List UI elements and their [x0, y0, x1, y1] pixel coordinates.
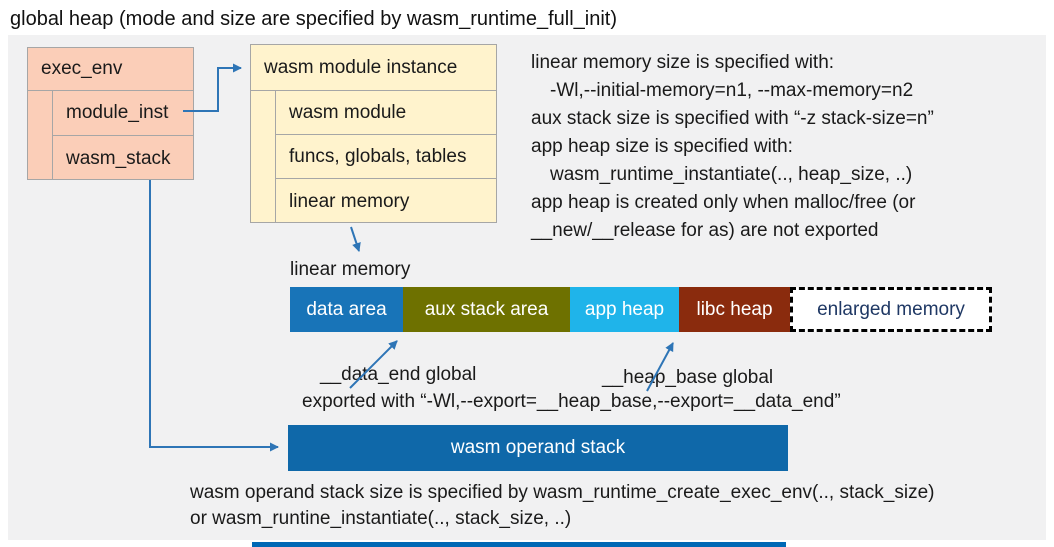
module-instance-row-linear-memory: linear memory: [289, 190, 410, 212]
exec-env-indent-column: [28, 91, 53, 179]
note-line: linear memory size is specified with:: [531, 52, 835, 73]
note-line: -Wl,--initial-memory=n1, --max-memory=n2: [550, 80, 914, 101]
segment-aux-stack-area: aux stack area: [403, 287, 570, 332]
note-line: or wasm_runtine_instantiate(.., stack_si…: [190, 508, 572, 529]
module-instance-header: wasm module instance: [251, 45, 496, 91]
note-line: aux stack size is specified with “-z sta…: [531, 108, 934, 129]
note-line: wasm_runtime_instantiate(.., heap_size, …: [550, 164, 913, 185]
module-instance-indent-column: [251, 91, 276, 222]
module-instance-row-funcs-globals-tables: funcs, globals, tables: [276, 135, 496, 179]
segment-enlarged-memory: enlarged memory: [790, 287, 992, 332]
linear-memory-label: linear memory: [290, 259, 411, 280]
note-line: __new/__release for as) are not exported: [531, 220, 879, 241]
note-line: app heap size is specified with:: [531, 136, 793, 157]
wasm-operand-stack-bar: wasm operand stack: [288, 425, 788, 471]
diagram-title: global heap (mode and size are specified…: [10, 8, 617, 30]
module-instance-box: wasm module instance wasm module funcs, …: [250, 44, 497, 223]
exec-env-header: exec_env: [28, 48, 193, 91]
note-line: wasm operand stack size is specified by …: [190, 482, 935, 503]
exec-env-box: exec_env module_inst wasm_stack: [27, 47, 194, 180]
module-instance-row-wasm-module: wasm module: [276, 91, 496, 135]
segment-data-area: data area: [290, 287, 403, 332]
linear-memory-bar: data area aux stack area app heap libc h…: [290, 287, 992, 332]
memory-size-notes: linear memory size is specified with: -W…: [531, 49, 934, 245]
segment-app-heap: app heap: [570, 287, 679, 332]
exec-env-row-module-inst: module_inst: [53, 91, 193, 136]
operand-stack-notes: wasm operand stack size is specified by …: [190, 480, 935, 532]
segment-libc-heap: libc heap: [679, 287, 790, 332]
data-end-global-label: __data_end global: [320, 364, 477, 385]
cutoff-bar: [252, 542, 786, 547]
exec-env-row-wasm-stack: wasm_stack: [66, 147, 171, 169]
export-flags-label: exported with “-Wl,--export=__heap_base,…: [302, 391, 841, 412]
heap-base-global-label: __heap_base global: [602, 367, 774, 388]
note-line: app heap is created only when malloc/fre…: [531, 192, 916, 213]
